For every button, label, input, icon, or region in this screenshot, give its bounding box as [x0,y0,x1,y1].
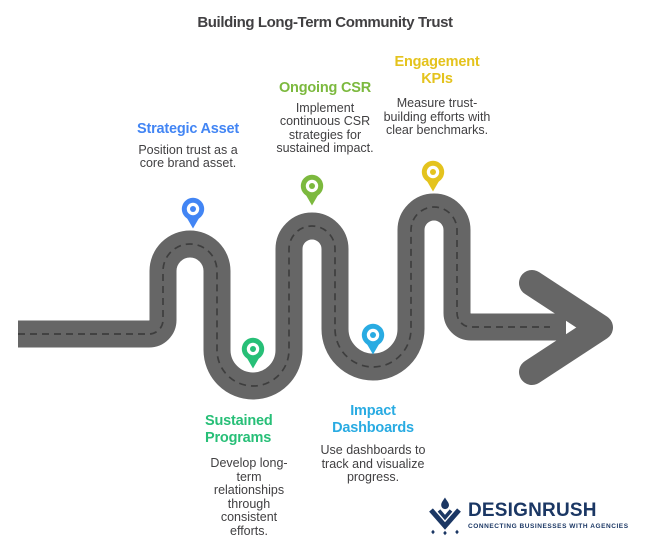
milestone-engagement-kpis: Engagement KPIs Measure trust- building … [357,54,517,138]
milestone-strategic-asset: Strategic Asset Position trust as a core… [108,121,268,171]
milestone-description: Use dashboards to track and visualize pr… [320,443,426,484]
ongoing-csr-pin-icon [300,174,324,206]
milestone-ongoing-csr: Ongoing CSR Implement continuous CSR str… [245,80,405,156]
right-arrow-icon [519,270,613,385]
sustained-programs-pin-icon [241,337,265,369]
milestone-description: Develop long-term relationships through … [210,456,288,538]
designrush-tagline: CONNECTING BUSINESSES WITH AGENCIES [468,523,629,530]
engagement-kpis-pin-icon [421,160,445,192]
milestone-description: Position trust as a core brand asset. [138,142,238,170]
milestone-impact-dashboards: Impact Dashboards Use dashboards to trac… [303,403,443,485]
designrush-logo: DESIGNRUSH CONNECTING BUSINESSES WITH AG… [428,496,629,536]
milestone-sustained-programs: Sustained Programs Develop long-term rel… [201,413,297,538]
milestone-description: Implement continuous CSR strategies for … [276,100,374,155]
milestone-heading: Engagement KPIs [394,54,480,87]
strategic-asset-pin-icon [181,197,205,229]
impact-dashboards-pin-icon [361,323,385,355]
milestone-description: Measure trust- building efforts with cle… [383,96,491,137]
page-title: Building Long-Term Community Trust [197,14,453,31]
designrush-wordmark: DESIGNRUSH [468,500,597,521]
milestone-heading: Impact Dashboards [332,403,414,436]
milestone-heading: Strategic Asset [136,121,240,137]
milestone-heading: Ongoing CSR [278,80,372,96]
designrush-logo-icon [429,497,461,536]
road-center-dashes [18,206,550,387]
milestone-heading: Sustained Programs [205,413,273,446]
road-path [18,193,566,400]
